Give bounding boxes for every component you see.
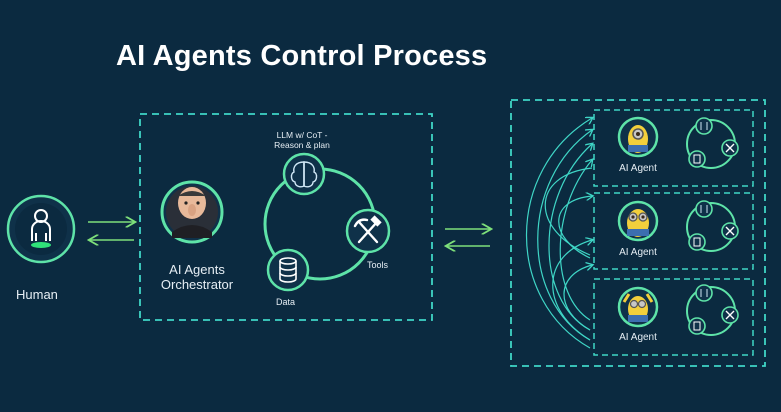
agent-avatar (617, 286, 659, 328)
agent-label-3: AI Agent (619, 332, 657, 343)
agent-avatar (617, 116, 659, 158)
tools-node (345, 208, 391, 254)
hammer-pickaxe-icon (353, 215, 382, 244)
agent-cycle (686, 284, 739, 336)
orchestrator-avatar (160, 180, 224, 244)
orchestrator-label: AI Agents Orchestrator (160, 262, 234, 292)
agent-cycle (686, 200, 739, 252)
llm-label: LLM w/ CoT - Reason & plan (274, 130, 330, 150)
brain-icon (290, 161, 318, 188)
agent-box-2 (593, 192, 754, 270)
human-label: Human (16, 287, 58, 302)
agent-arcs (526, 118, 592, 349)
human-node (6, 194, 76, 264)
agent-label-1: AI Agent (619, 163, 657, 174)
data-node (266, 248, 310, 292)
llm-node (282, 152, 326, 196)
orchestrator-agents-arrows (445, 229, 490, 246)
agents-box (510, 99, 766, 367)
page-title: AI Agents Control Process (116, 40, 488, 72)
agent-label-2: AI Agent (619, 247, 657, 258)
agent-box-3 (593, 278, 754, 356)
human-orchestrator-arrows (88, 222, 134, 240)
orchestrator-box (139, 113, 433, 321)
person-icon (31, 209, 51, 241)
tools-label: Tools (367, 260, 389, 270)
agent-cycle (686, 117, 739, 169)
database-icon (279, 257, 297, 283)
data-label: Data (276, 297, 296, 307)
agent-box-1 (593, 109, 754, 187)
agent-avatar (617, 200, 659, 242)
